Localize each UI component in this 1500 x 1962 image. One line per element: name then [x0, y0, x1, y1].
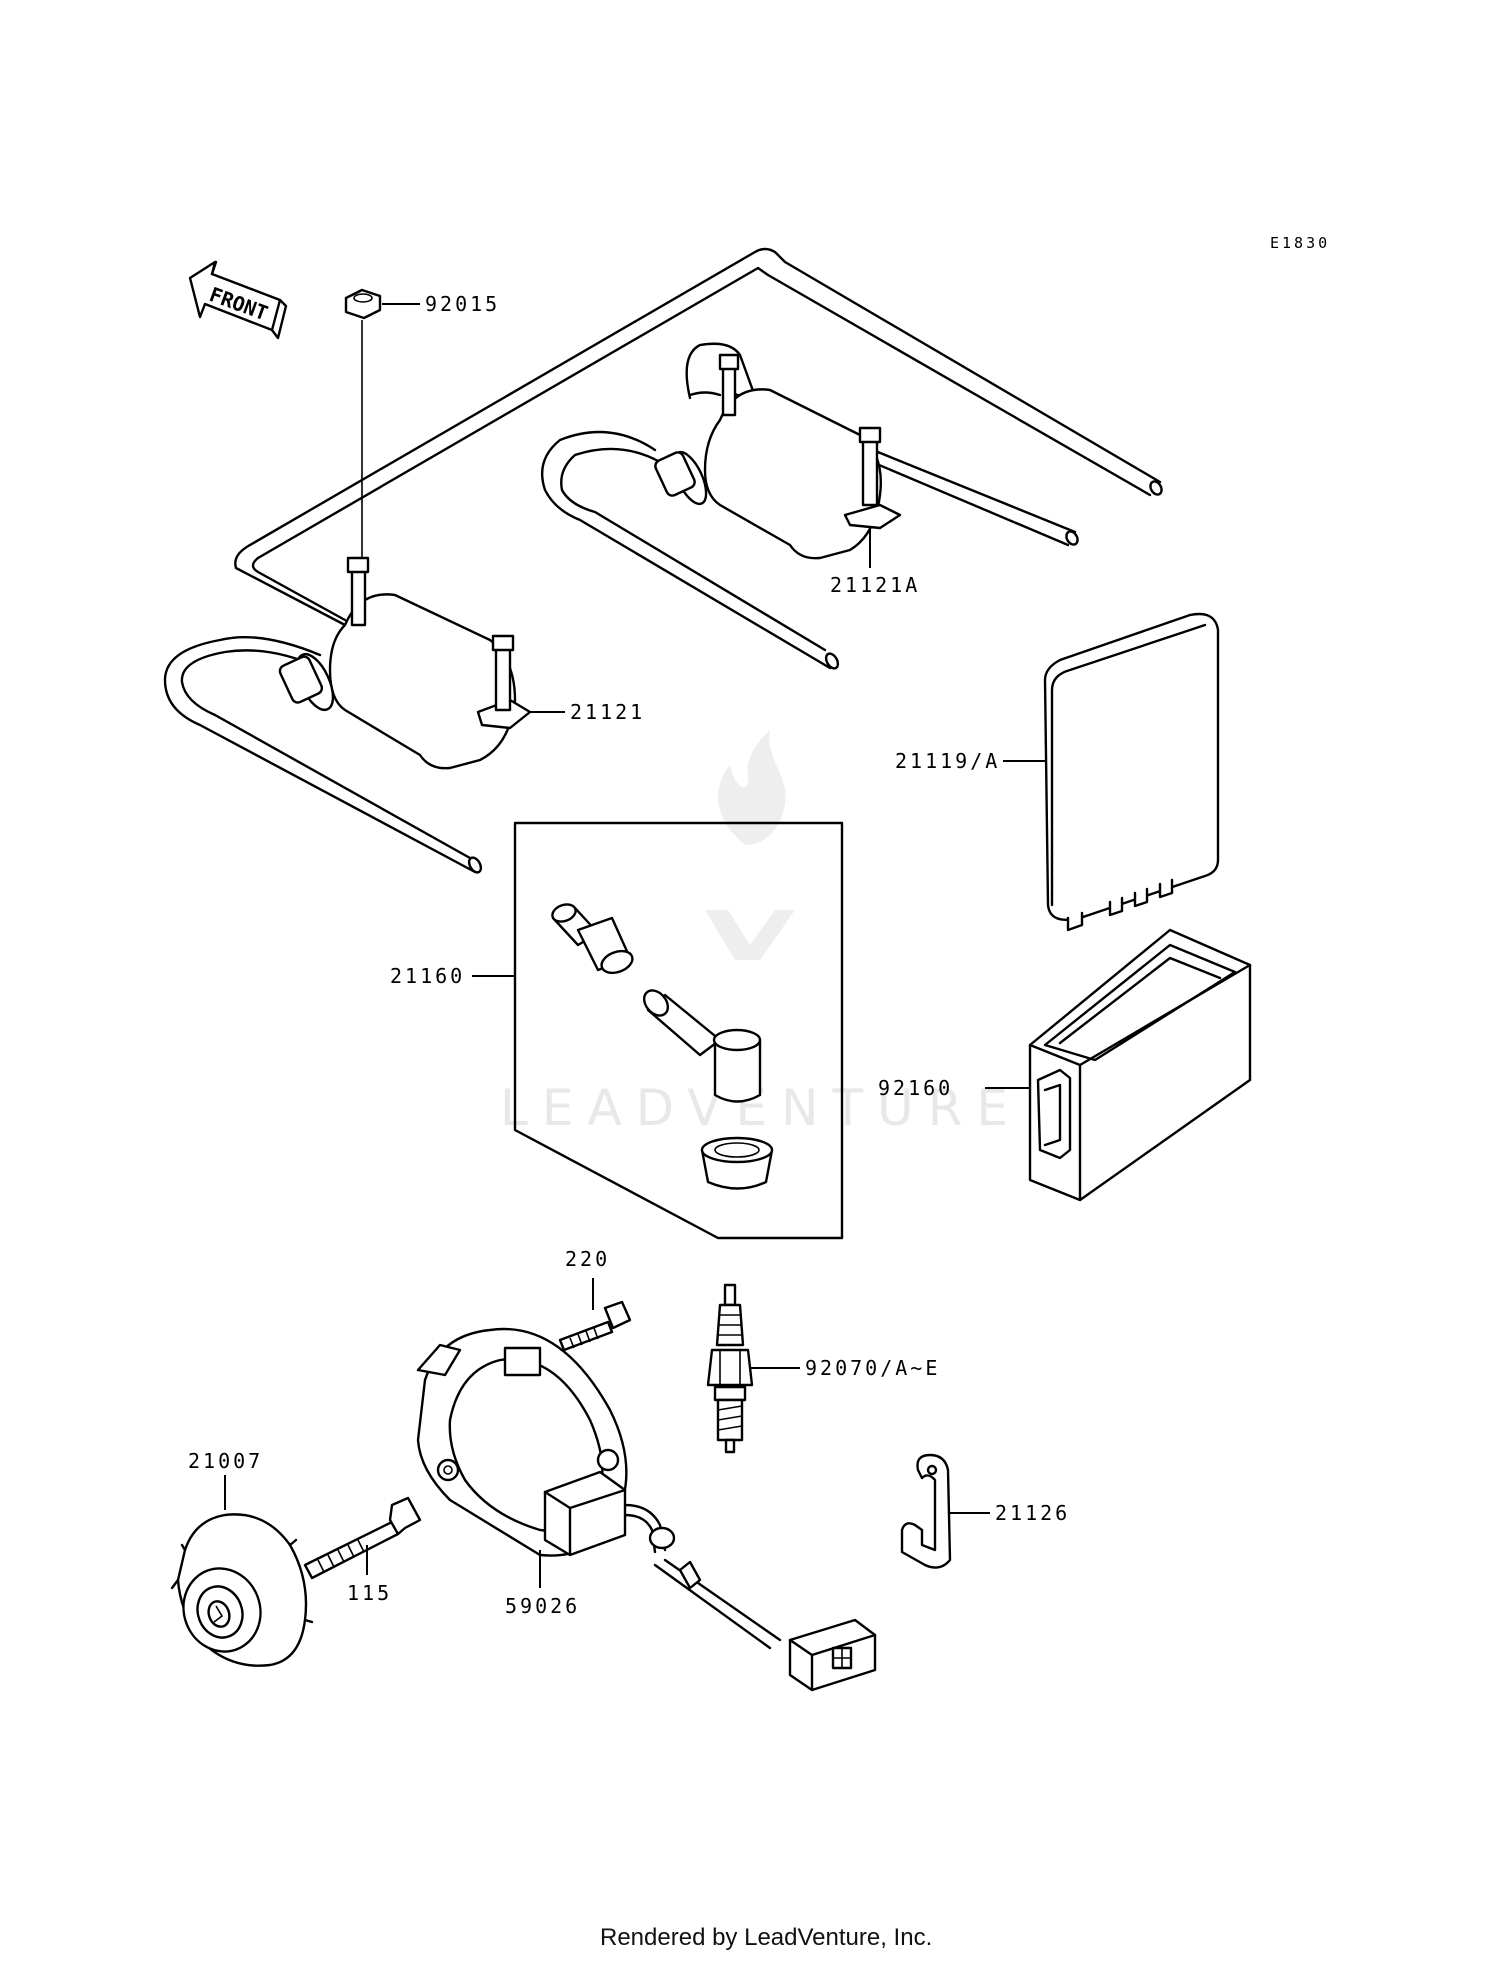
callout-220: 220	[565, 1247, 610, 1271]
bolt-115[interactable]: 115	[303, 1496, 422, 1605]
callout-92160: 92160	[878, 1076, 953, 1100]
plug-boot	[700, 1136, 774, 1190]
callout-92070: 92070/A~E	[805, 1356, 940, 1380]
pickup-coil-lead	[623, 1503, 877, 1692]
callout-59026: 59026	[505, 1594, 580, 1618]
callout-21119A: 21119/A	[895, 749, 1000, 773]
watermark-flame-icon	[705, 730, 795, 960]
diagram-code: E1830	[1270, 234, 1330, 252]
ignition-coil-21121A[interactable]: 21121A	[540, 353, 920, 670]
callout-21121: 21121	[570, 700, 645, 724]
callout-21121A: 21121A	[830, 573, 920, 597]
bolt-220[interactable]: 220	[558, 1247, 632, 1352]
nut-92015[interactable]: 92015	[344, 288, 500, 558]
plug-cap	[642, 989, 762, 1103]
callout-115: 115	[347, 1581, 392, 1605]
plug-cap-set-21160[interactable]: 21160	[390, 821, 844, 1240]
clamp-21126[interactable]: 21126	[900, 1453, 1070, 1569]
plug-terminal	[551, 903, 634, 975]
rotor-21007[interactable]: 21007	[170, 1449, 314, 1667]
callout-21160: 21160	[390, 964, 465, 988]
case-92160[interactable]: 92160	[878, 928, 1252, 1202]
callout-21126: 21126	[995, 1501, 1070, 1525]
callout-21007: 21007	[188, 1449, 263, 1473]
spark-plug-92070[interactable]: 92070/A~E	[706, 1283, 940, 1454]
footer-credit: Rendered by LeadVenture, Inc.	[600, 1924, 932, 1951]
cdi-unit-21119A[interactable]: 21119/A	[895, 612, 1220, 932]
callout-92015: 92015	[425, 292, 500, 316]
pickup-coil-59026[interactable]: 59026	[416, 1327, 877, 1692]
ignition-coil-21121[interactable]: 21121	[163, 556, 645, 874]
front-arrow-icon: FRONT	[188, 260, 288, 340]
